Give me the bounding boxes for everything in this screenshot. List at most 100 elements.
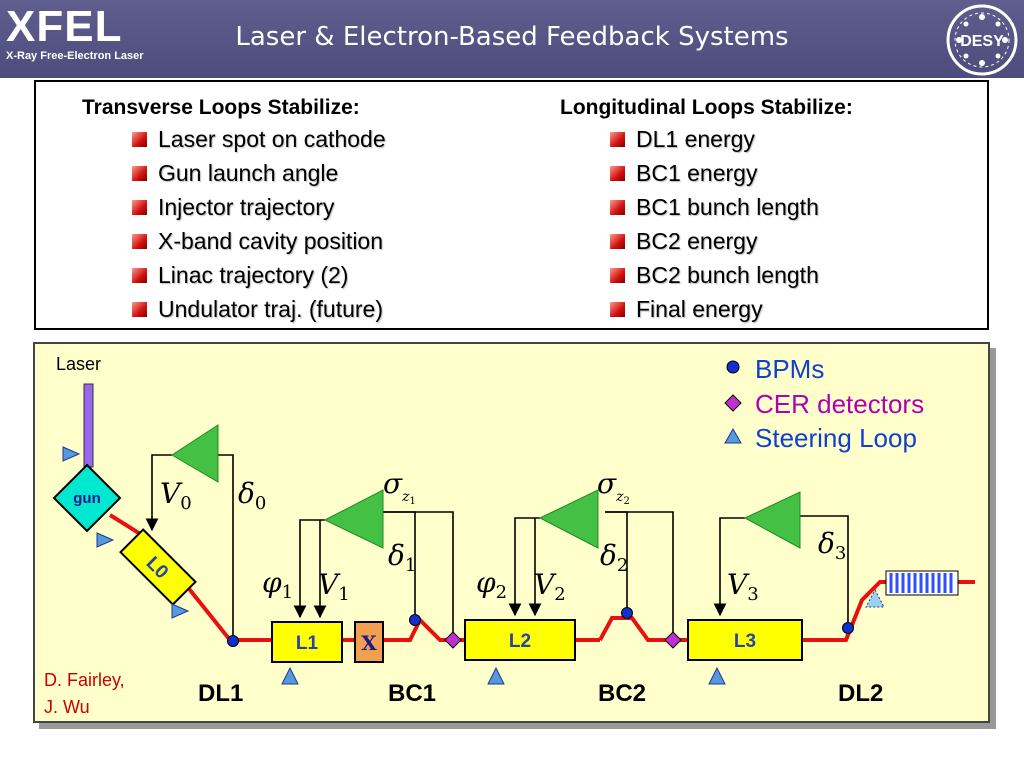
- list-item: BC2 bunch length: [610, 258, 853, 292]
- bpm-icon: [227, 635, 239, 647]
- list-item-text: Final energy: [636, 296, 763, 322]
- list-item: Undulator traj. (future): [132, 292, 386, 326]
- sigma-z2-symbol: σz2: [597, 467, 630, 507]
- xfel-logo: XFEL: [6, 2, 123, 51]
- list-item: BC1 bunch length: [610, 190, 853, 224]
- list-item: BC1 energy: [610, 156, 853, 190]
- legend: BPMs CER detectors Steering Loop: [724, 354, 924, 453]
- desy-logo-text: DESY: [960, 33, 1004, 50]
- l3-label: L3: [734, 631, 756, 652]
- list-item: Final energy: [610, 292, 853, 326]
- v0-symbol: V0: [160, 477, 192, 514]
- list-item-text: Gun launch angle: [158, 160, 339, 186]
- bullet-icon: [132, 302, 147, 317]
- v1-symbol: V1: [318, 568, 350, 605]
- cer-detector-icon: [664, 631, 682, 649]
- v2-symbol: V2: [534, 568, 566, 605]
- loop-amplifier-icon: [323, 489, 384, 549]
- dl2-label: DL2: [838, 680, 883, 707]
- gun-label: gun: [73, 490, 101, 507]
- list-item-text: Undulator traj. (future): [158, 296, 383, 322]
- bullet-icon: [610, 302, 625, 317]
- list-item: Linac trajectory (2): [132, 258, 386, 292]
- bullet-icon: [132, 234, 147, 249]
- steering-icon: [62, 446, 81, 462]
- bullet-icon: [132, 200, 147, 215]
- list-item: Gun launch angle: [132, 156, 386, 190]
- delta0-symbol: δ0: [238, 477, 266, 514]
- xband-label: X: [361, 631, 377, 655]
- xfel-logo-subtitle: X-Ray Free-Electron Laser: [6, 50, 144, 62]
- list-item-text: BC1 energy: [636, 160, 758, 186]
- list-item-text: Linac trajectory (2): [158, 262, 349, 288]
- laser-beam: [83, 383, 94, 468]
- l0-linac: [119, 528, 197, 606]
- transverse-loops-column: Transverse Loops Stabilize: Laser spot o…: [82, 96, 386, 326]
- bc1-label: BC1: [388, 680, 436, 707]
- bc2-label: BC2: [598, 680, 646, 707]
- cer-detector-icon: [444, 631, 462, 649]
- credit-line-2: J. Wu: [44, 697, 90, 717]
- desy-logo-icon: DESY: [946, 4, 1018, 76]
- list-item: Injector trajectory: [132, 190, 386, 224]
- legend-steering-icon: [724, 427, 742, 444]
- list-item: BC2 energy: [610, 224, 853, 258]
- bpm-icon: [409, 614, 421, 626]
- dl1-label: DL1: [198, 680, 243, 707]
- bullet-icon: [610, 132, 625, 147]
- legend-steering: Steering Loop: [755, 423, 917, 453]
- bullet-icon: [610, 166, 625, 181]
- bullet-icon: [132, 132, 147, 147]
- longitudinal-loops-column: Longitudinal Loops Stabilize: DL1 energy…: [560, 96, 853, 326]
- gun: [52, 463, 122, 533]
- loop-amplifier-icon: [171, 424, 219, 483]
- bullet-icon: [132, 268, 147, 283]
- transverse-list: Laser spot on cathode Gun launch angle I…: [132, 122, 386, 326]
- slide-header: XFEL X-Ray Free-Electron Laser Laser & E…: [0, 0, 1024, 78]
- steering-future-icon: [865, 588, 885, 608]
- stabilization-lists: Transverse Loops Stabilize: Laser spot o…: [34, 80, 989, 330]
- steering-icon: [281, 666, 299, 685]
- list-item-text: Injector trajectory: [158, 194, 335, 220]
- credit-line-1: D. Fairley,: [44, 670, 125, 690]
- l3-linac: [687, 619, 803, 661]
- list-item-text: BC2 bunch length: [636, 262, 819, 288]
- l1-linac: [271, 621, 343, 663]
- legend-bpms: BPMs: [755, 354, 824, 384]
- steering-icon: [171, 603, 190, 619]
- phi1-symbol: φ1: [262, 566, 293, 603]
- list-item-text: X-band cavity position: [158, 228, 384, 254]
- transverse-heading: Transverse Loops Stabilize:: [82, 96, 360, 119]
- delta2-symbol: δ2: [600, 539, 628, 576]
- undulator: [885, 570, 959, 596]
- bullet-icon: [132, 166, 147, 181]
- list-item: DL1 energy: [610, 122, 853, 156]
- delta1-symbol: δ1: [388, 539, 416, 576]
- list-item-text: BC1 bunch length: [636, 194, 819, 220]
- bpm-icon: [842, 622, 854, 634]
- legend-bpm-icon: [726, 360, 740, 374]
- phi2-symbol: φ2: [476, 566, 507, 603]
- list-item-text: Laser spot on cathode: [158, 126, 386, 152]
- list-item: X-band cavity position: [132, 224, 386, 258]
- list-item-text: DL1 energy: [636, 126, 755, 152]
- loop-wiring: [145, 454, 849, 640]
- bullet-icon: [610, 234, 625, 249]
- steering-icon: [708, 666, 726, 685]
- bullet-icon: [610, 200, 625, 215]
- beamline: [598, 616, 690, 642]
- l2-label: L2: [509, 631, 531, 652]
- loop-amplifier-icon: [743, 491, 801, 549]
- bullet-icon: [610, 268, 625, 283]
- list-item: Laser spot on cathode: [132, 122, 386, 156]
- legend-cer-icon: [724, 394, 742, 412]
- laser-label: Laser: [56, 354, 101, 374]
- steering-icon: [487, 666, 505, 685]
- bpm-icon: [621, 607, 633, 619]
- sigma-z1-symbol: σz1: [383, 467, 416, 507]
- xband-cavity: [354, 621, 384, 663]
- steering-icon: [96, 532, 115, 548]
- list-item-text: BC2 energy: [636, 228, 758, 254]
- l1-label: L1: [296, 633, 319, 654]
